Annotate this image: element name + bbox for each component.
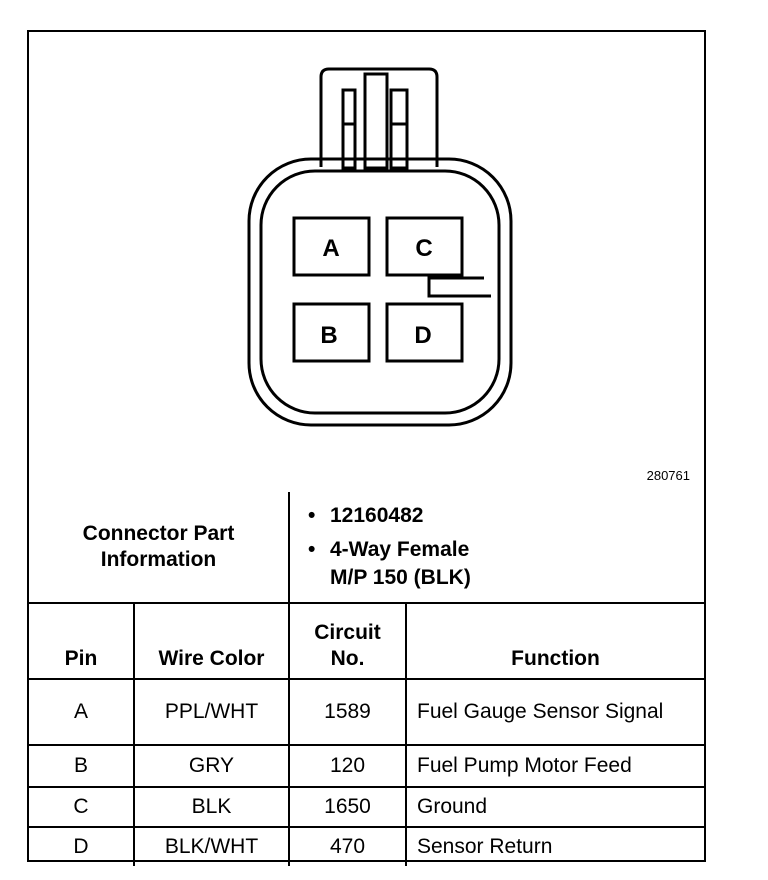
cell-circuit: 1650 bbox=[288, 786, 407, 828]
cavity-d bbox=[385, 302, 464, 363]
cell-wire-color: GRY bbox=[133, 744, 290, 788]
table-row: D BLK/WHT 470 Sensor Return bbox=[29, 826, 704, 866]
cell-pin: A bbox=[29, 678, 135, 746]
cavity-a bbox=[292, 216, 371, 277]
cell-wire-color: PPL/WHT bbox=[133, 678, 290, 746]
connector-part-label-line1: Connector Part bbox=[82, 522, 235, 545]
header-wire-color: Wire Color bbox=[133, 602, 290, 680]
header-circuit-no: Circuit No. bbox=[288, 602, 407, 680]
cell-function: Ground bbox=[405, 786, 704, 828]
header-circuit-line1: Circuit bbox=[314, 621, 381, 644]
pin-label-a: A bbox=[322, 235, 339, 262]
connector-part-label: Connector Part Information bbox=[29, 492, 290, 604]
table-row: A PPL/WHT 1589 Fuel Gauge Sensor Signal bbox=[29, 678, 704, 746]
connector-description: • 4-Way Female bbox=[308, 536, 704, 564]
cell-wire-color: BLK bbox=[133, 786, 290, 828]
connector-figure: A C B D 280761 Connector Part Informatio… bbox=[27, 30, 706, 866]
header-function: Function bbox=[405, 602, 704, 680]
description-line1: 4-Way Female bbox=[330, 538, 470, 561]
bullet-2: • bbox=[308, 538, 316, 561]
cell-circuit: 470 bbox=[288, 826, 407, 866]
connector-table: Connector Part Information • 12160482 • 4-… bbox=[29, 492, 704, 866]
table-row: B GRY 120 Fuel Pump Motor Feed bbox=[29, 744, 704, 788]
bullet-1: • bbox=[308, 504, 316, 527]
cell-circuit: 1589 bbox=[288, 678, 407, 746]
cell-pin: D bbox=[29, 826, 135, 866]
cell-pin: B bbox=[29, 744, 135, 788]
pin-label-b: B bbox=[320, 322, 337, 349]
cavity-b bbox=[292, 302, 371, 363]
connector-body bbox=[247, 157, 513, 427]
cell-function: Fuel Pump Motor Feed bbox=[405, 744, 704, 788]
table-row: C BLK 1650 Ground bbox=[29, 786, 704, 828]
cavity-c bbox=[385, 216, 464, 277]
header-pin: Pin bbox=[29, 602, 135, 680]
connector-part-info: • 12160482 • 4-Way Female M/P 150 (BLK) bbox=[288, 492, 704, 604]
connector-part-row: Connector Part Information • 12160482 • 4-… bbox=[29, 492, 704, 604]
part-number: • 12160482 bbox=[308, 502, 704, 530]
connector-part-label-line2: Information bbox=[100, 548, 217, 571]
pin-cavities bbox=[292, 216, 464, 363]
connector-latch bbox=[319, 67, 439, 170]
table-header-row: Pin Wire Color Circuit No. Function bbox=[29, 602, 704, 680]
part-number-text: 12160482 bbox=[330, 504, 424, 527]
figure-id: 280761 bbox=[646, 468, 690, 483]
pin-label-d: D bbox=[414, 322, 431, 349]
cell-function: Sensor Return bbox=[405, 826, 704, 866]
cell-pin: C bbox=[29, 786, 135, 828]
pin-label-c: C bbox=[415, 235, 432, 262]
description-line2: M/P 150 (BLK) bbox=[330, 566, 471, 589]
cell-wire-color: BLK/WHT bbox=[133, 826, 290, 866]
header-circuit-line2: No. bbox=[330, 647, 365, 670]
connector-diagram: A C B D bbox=[247, 67, 513, 427]
cell-circuit: 120 bbox=[288, 744, 407, 788]
cell-function: Fuel Gauge Sensor Signal bbox=[405, 678, 704, 746]
